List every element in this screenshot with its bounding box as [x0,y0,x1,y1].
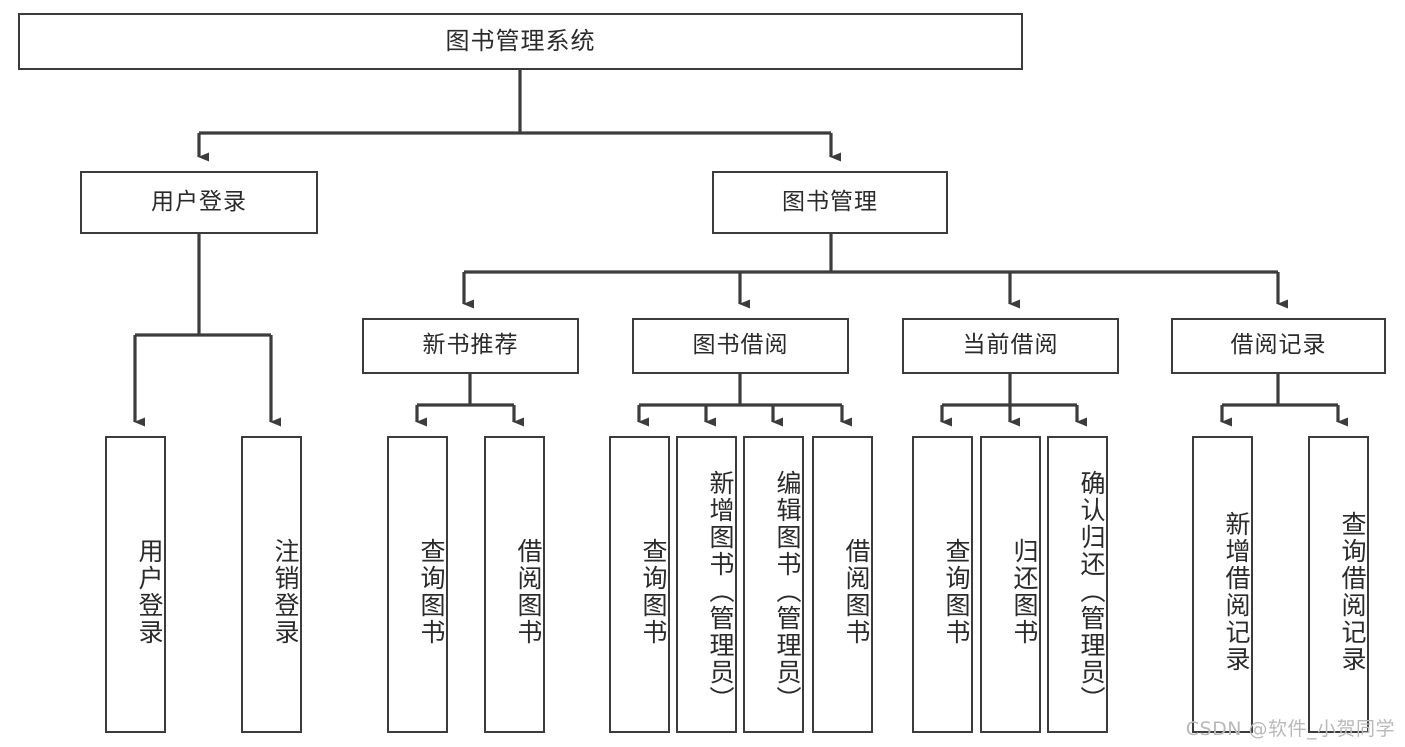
csdn-watermark: CSDN @软件_小贺同学 [1185,718,1395,740]
node-label: 借阅图书 [514,537,543,646]
node-label: 查询借阅记录 [1338,510,1367,673]
node-user-login[interactable]: 用户登录 [80,171,318,234]
leaf-borrow-add-book[interactable]: 新增图书（管理员） [676,436,737,733]
leaf-borrow-borrow-book[interactable]: 借阅图书 [812,436,873,733]
leaf-current-confirm-return[interactable]: 确认归还（管理员） [1047,436,1108,733]
node-label: 归还图书 [1010,537,1039,646]
node-label: 借阅图书 [842,537,871,646]
leaf-logout[interactable]: 注销登录 [241,436,302,733]
node-label: 当前借阅 [962,332,1059,359]
node-label: 用户登录 [135,537,164,646]
node-label: 图书借阅 [692,332,789,359]
node-label: 查询图书 [639,537,668,646]
node-label: 注销登录 [271,537,300,646]
leaf-record-add-record[interactable]: 新增借阅记录 [1192,436,1253,733]
leaf-record-query-record[interactable]: 查询借阅记录 [1308,436,1369,733]
node-label: 编辑图书（管理员） [773,470,802,713]
leaf-user-login[interactable]: 用户登录 [105,436,166,733]
node-current-borrow[interactable]: 当前借阅 [902,318,1119,374]
node-root-system[interactable]: 图书管理系统 [18,13,1023,70]
leaf-borrow-query-book[interactable]: 查询图书 [609,436,670,733]
node-label: 新增图书（管理员） [706,470,735,713]
node-label: 图书管理 [782,188,878,215]
node-label: 新增借阅记录 [1222,510,1251,673]
node-label: 查询图书 [417,537,446,646]
node-book-borrow[interactable]: 图书借阅 [632,318,849,374]
node-label: 借阅记录 [1230,332,1327,359]
node-label: 图书管理系统 [445,27,596,56]
node-label: 新书推荐 [422,332,519,359]
leaf-current-return-book[interactable]: 归还图书 [980,436,1041,733]
node-label: 查询图书 [942,537,971,646]
leaf-recommend-query-book[interactable]: 查询图书 [387,436,448,733]
node-new-book-recommendation[interactable]: 新书推荐 [362,318,579,374]
node-borrow-record[interactable]: 借阅记录 [1171,318,1386,374]
node-label: 用户登录 [151,188,247,215]
leaf-borrow-edit-book[interactable]: 编辑图书（管理员） [743,436,804,733]
leaf-current-query-book[interactable]: 查询图书 [912,436,973,733]
leaf-recommend-borrow-book[interactable]: 借阅图书 [484,436,545,733]
node-label: 确认归还（管理员） [1077,470,1106,713]
node-book-manage[interactable]: 图书管理 [712,171,948,234]
